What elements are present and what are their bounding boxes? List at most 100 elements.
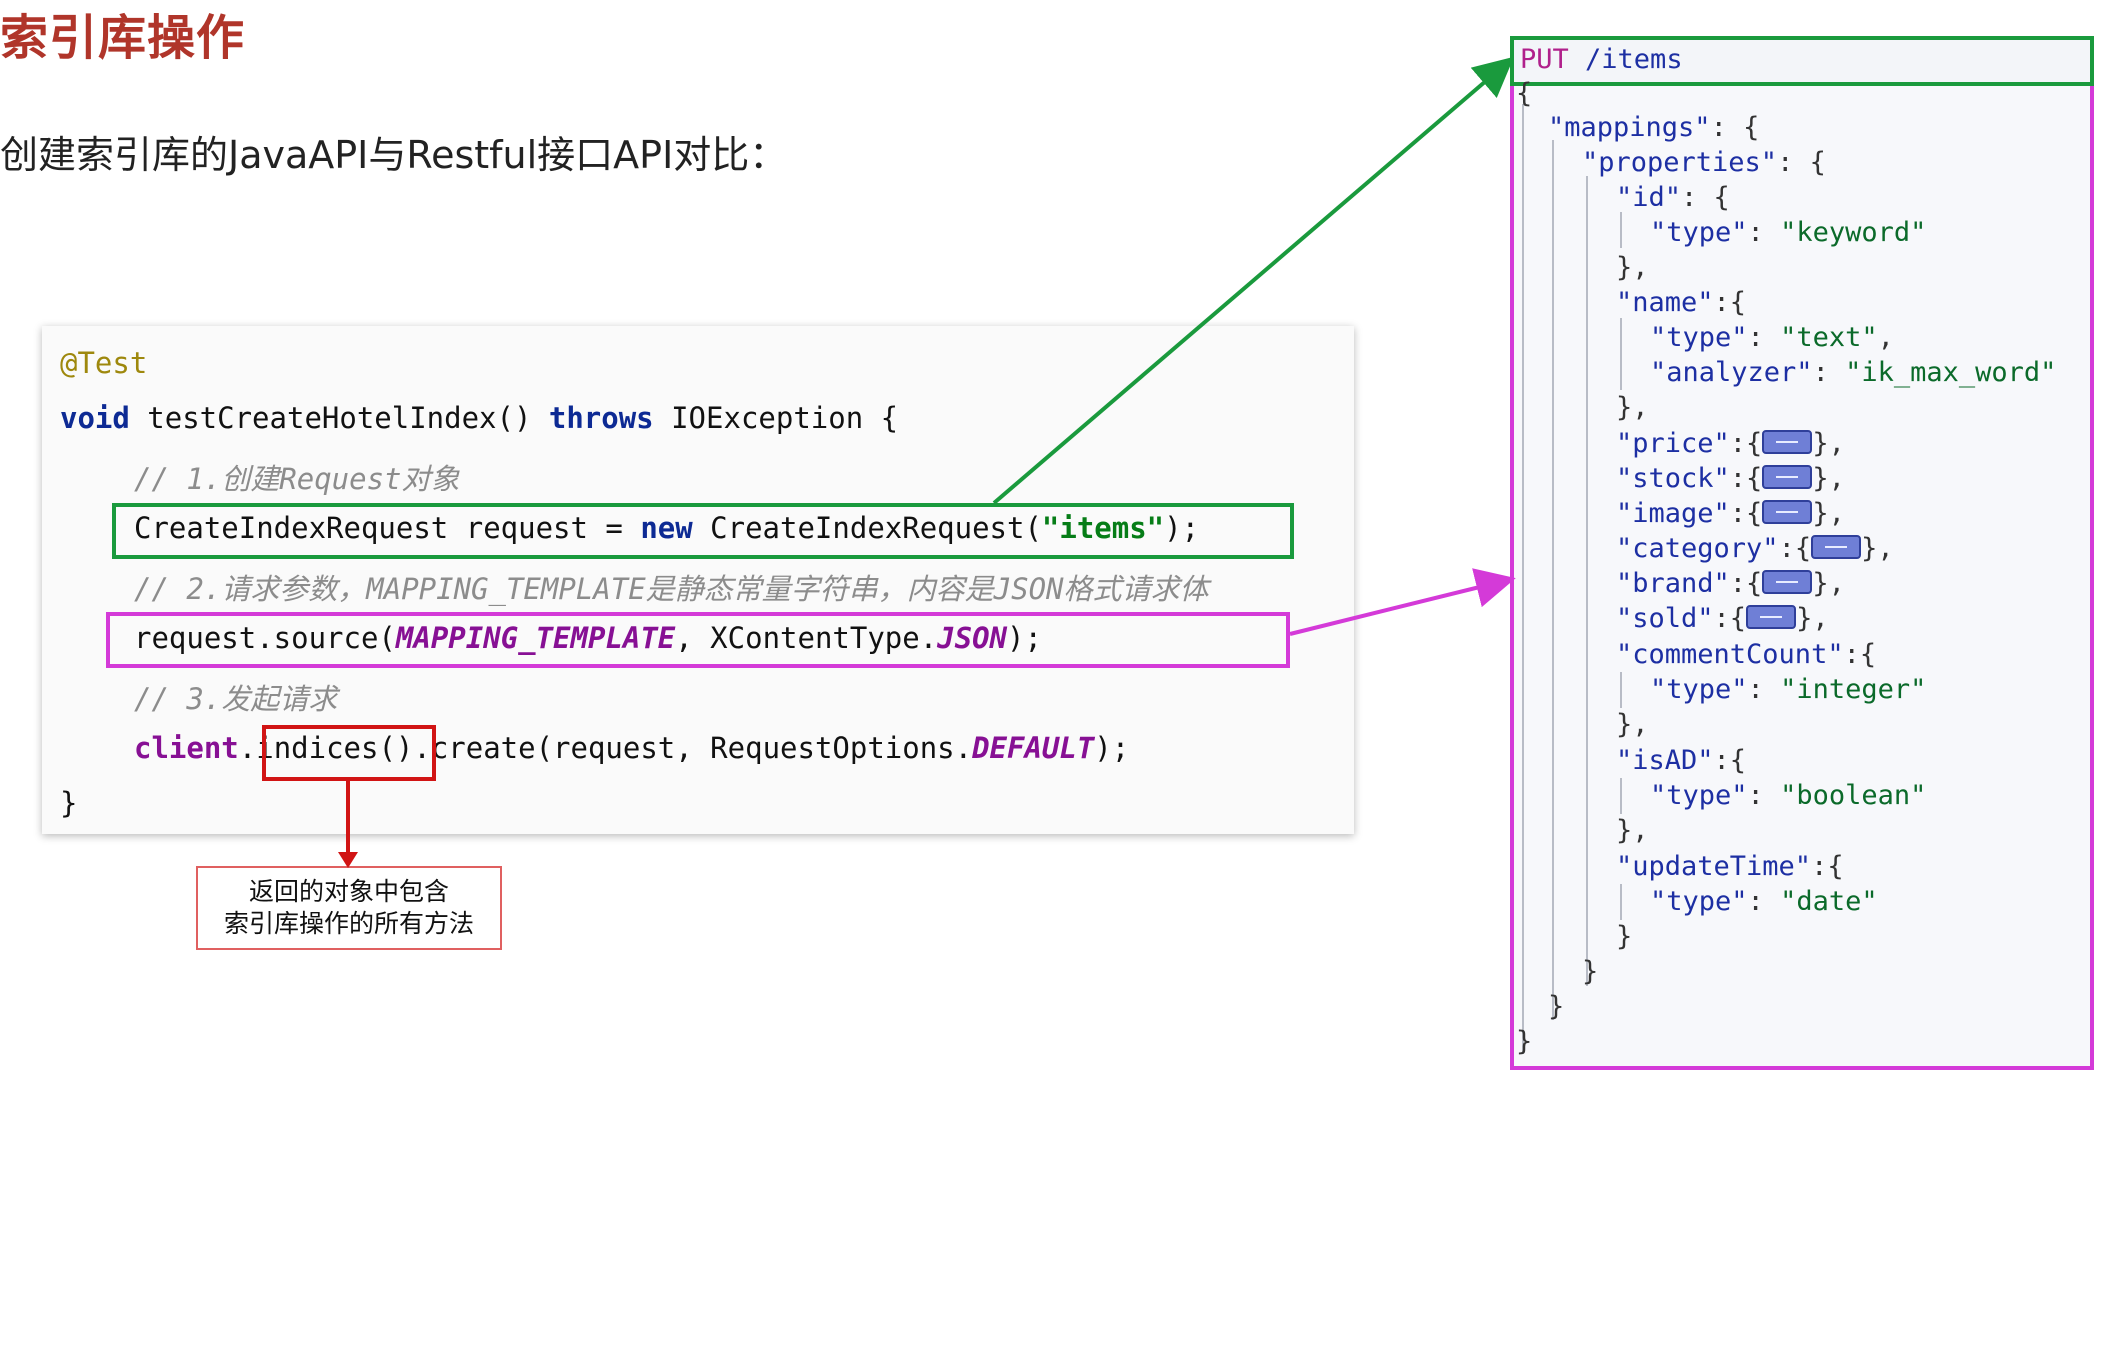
json-name: "name":{ bbox=[1616, 287, 1747, 318]
collapsed-fold-icon[interactable] bbox=[1762, 499, 1813, 524]
json-close: } bbox=[1582, 956, 1599, 987]
note-line-2: 索引库操作的所有方法 bbox=[223, 909, 474, 938]
json-key: "type" bbox=[1650, 674, 1748, 705]
json-value: "integer" bbox=[1780, 674, 1927, 705]
java-code-block: @Test void testCreateHotelIndex() throws… bbox=[42, 326, 1354, 834]
json-mappings: "mappings": { bbox=[1548, 112, 1760, 143]
constant: DEFAULT bbox=[972, 731, 1095, 765]
json-close: }, bbox=[1616, 252, 1649, 283]
collapsed-fold-icon[interactable] bbox=[1762, 464, 1813, 489]
json-close: } bbox=[1516, 1026, 1533, 1057]
json-close: } bbox=[1616, 921, 1633, 952]
json-key: "name" bbox=[1616, 287, 1714, 318]
code-line-client: client.indices().create(request, Request… bbox=[134, 731, 1129, 765]
page-title: 索引库操作 bbox=[0, 10, 246, 66]
code-comment-2: // 2.请求参数，MAPPING_TEMPLATE是静态常量字符串，内容是JS… bbox=[134, 572, 1209, 606]
json-sold: "sold":{}, bbox=[1616, 603, 1829, 634]
code-line-create-request: CreateIndexRequest request = new CreateI… bbox=[134, 511, 1199, 545]
code-text: ); bbox=[1007, 621, 1042, 655]
json-key: "stock" bbox=[1616, 463, 1730, 494]
json-updateTime-type: "type": "date" bbox=[1650, 886, 1878, 917]
collapsed-fold-icon[interactable] bbox=[1811, 534, 1862, 559]
json-close: }, bbox=[1616, 392, 1649, 423]
code-line-source: request.source(MAPPING_TEMPLATE, XConten… bbox=[134, 621, 1042, 655]
json-open-brace: { bbox=[1516, 78, 1533, 109]
json-key: "sold" bbox=[1616, 603, 1714, 634]
code-line-method: void testCreateHotelIndex() throws IOExc… bbox=[60, 401, 898, 435]
json-value: "boolean" bbox=[1780, 780, 1927, 811]
json-value: "date" bbox=[1780, 886, 1878, 917]
code-line-annotation: @Test bbox=[60, 346, 147, 380]
keyword-void: void bbox=[60, 401, 130, 435]
code-text: CreateIndexRequest( bbox=[692, 511, 1042, 545]
json-isAD-type: "type": "boolean" bbox=[1650, 780, 1927, 811]
collapsed-fold-icon[interactable] bbox=[1746, 604, 1797, 629]
method-indices: indices() bbox=[256, 731, 414, 765]
json-close: }, bbox=[1616, 815, 1649, 846]
json-key: "isAD" bbox=[1616, 745, 1714, 776]
json-key: "type" bbox=[1650, 886, 1748, 917]
json-isAD: "isAD":{ bbox=[1616, 745, 1747, 776]
json-properties: "properties": { bbox=[1582, 147, 1826, 178]
json-price: "price":{}, bbox=[1616, 428, 1845, 459]
json-key: "id" bbox=[1616, 182, 1682, 213]
method-signature: testCreateHotelIndex() bbox=[129, 401, 549, 435]
source-highlight bbox=[106, 612, 1290, 668]
string-literal: "items" bbox=[1041, 511, 1165, 545]
json-brand: "brand":{}, bbox=[1616, 568, 1845, 599]
annotation: @Test bbox=[60, 346, 148, 380]
http-method: PUT bbox=[1520, 44, 1569, 75]
code-closing-brace: } bbox=[60, 786, 78, 820]
json-key: "type" bbox=[1650, 322, 1748, 353]
json-value: "keyword" bbox=[1780, 217, 1927, 248]
json-key: "image" bbox=[1616, 498, 1730, 529]
code-text: ); bbox=[1164, 511, 1200, 545]
indices-highlight bbox=[262, 725, 436, 781]
json-id: "id": { bbox=[1616, 182, 1730, 213]
code-text: ); bbox=[1094, 731, 1130, 765]
code-text: request.source( bbox=[134, 621, 396, 655]
collapsed-fold-icon[interactable] bbox=[1762, 569, 1813, 594]
constant: JSON bbox=[937, 621, 1008, 655]
code-text: , XContentType. bbox=[675, 621, 938, 655]
code-comment-3: // 3.发起请求 bbox=[134, 682, 338, 716]
note-line-1: 返回的对象中包含 bbox=[248, 877, 449, 906]
json-request-panel bbox=[1510, 38, 2094, 1070]
json-key: "mappings" bbox=[1548, 112, 1711, 143]
json-close: } bbox=[1548, 991, 1565, 1022]
create-request-highlight bbox=[112, 503, 1294, 559]
json-key: "commentCount" bbox=[1616, 639, 1844, 670]
json-key: "category" bbox=[1616, 533, 1779, 564]
code-text: CreateIndexRequest request = bbox=[134, 511, 641, 545]
json-commentCount-type: "type": "integer" bbox=[1650, 674, 1927, 705]
exception-type: IOException { bbox=[653, 401, 899, 435]
json-commentCount: "commentCount":{ bbox=[1616, 639, 1877, 670]
json-key: "price" bbox=[1616, 428, 1730, 459]
keyword-new: new bbox=[640, 511, 693, 545]
json-close: }, bbox=[1616, 709, 1649, 740]
json-key: "updateTime" bbox=[1616, 851, 1812, 882]
json-id-type: "type": "keyword" bbox=[1650, 217, 1927, 248]
code-text: .create(request, RequestOptions. bbox=[413, 731, 973, 765]
json-name-type: "type": "text", bbox=[1650, 322, 1894, 353]
put-request-line: PUT /items bbox=[1510, 36, 2094, 86]
json-image: "image":{}, bbox=[1616, 498, 1845, 529]
page-subtitle: 创建索引库的JavaAPI与Restful接口API对比： bbox=[0, 133, 788, 177]
code-comment-1: // 1.创建Request对象 bbox=[134, 462, 460, 496]
constant: MAPPING_TEMPLATE bbox=[395, 621, 676, 655]
field-client: client bbox=[134, 731, 239, 765]
json-key: "properties" bbox=[1582, 147, 1778, 178]
json-name-analyzer: "analyzer": "ik_max_word" bbox=[1650, 357, 2057, 388]
json-category: "category":{}, bbox=[1616, 533, 1894, 564]
code-text: . bbox=[238, 731, 257, 765]
json-key: "analyzer" bbox=[1650, 357, 1813, 388]
collapsed-fold-icon[interactable] bbox=[1762, 429, 1813, 454]
json-value: "ik_max_word" bbox=[1845, 357, 2057, 388]
indices-note: 返回的对象中包含 索引库操作的所有方法 bbox=[196, 866, 502, 950]
keyword-throws: throws bbox=[548, 401, 654, 435]
json-key: "type" bbox=[1650, 217, 1748, 248]
json-updateTime: "updateTime":{ bbox=[1616, 851, 1844, 882]
json-value: "text" bbox=[1780, 322, 1878, 353]
request-path: /items bbox=[1568, 44, 1683, 75]
